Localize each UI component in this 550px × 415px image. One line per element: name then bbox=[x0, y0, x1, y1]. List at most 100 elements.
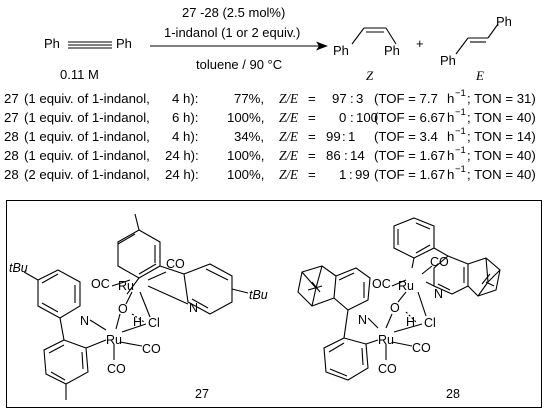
co-ligand-2: CO bbox=[142, 342, 161, 356]
tof-text: (TOF = 1.67 bbox=[374, 167, 446, 182]
co-ligand-1: CO bbox=[430, 255, 449, 269]
ze-label: Z/E bbox=[279, 167, 299, 182]
n-atom-2: N bbox=[358, 313, 367, 327]
h-atom: H bbox=[406, 315, 415, 329]
equals-sign: = bbox=[308, 91, 316, 106]
complex-28-label: 28 bbox=[446, 387, 460, 401]
z-ph-left: Ph bbox=[333, 43, 349, 58]
oc-ligand-1: OC bbox=[91, 277, 110, 291]
tof-unit-exponent: −1 bbox=[455, 107, 466, 118]
tof-text: (TOF = 6.67 bbox=[374, 110, 446, 125]
co-ligand-3: CO bbox=[107, 362, 126, 376]
conditions-label: toluene / 90 °C bbox=[196, 57, 283, 72]
yield-text: 100%, bbox=[227, 110, 265, 125]
cl-atom: Cl bbox=[424, 316, 436, 330]
concentration-label: 0.11 M bbox=[60, 67, 99, 82]
n-atom-1: N bbox=[189, 301, 198, 315]
equals-sign: = bbox=[308, 148, 316, 163]
e-ph-top: Ph bbox=[496, 14, 512, 29]
time-text: 4 h): bbox=[172, 91, 199, 106]
catalyst-number: 28 bbox=[4, 148, 19, 163]
catalyst-structures-box bbox=[6, 200, 542, 408]
tof-text: (TOF = 1.67 bbox=[374, 148, 446, 163]
e-stilbene-structure bbox=[455, 23, 499, 55]
n-atom-2: N bbox=[80, 314, 89, 328]
tof-unit-exponent: −1 bbox=[455, 164, 466, 175]
tof-text: (TOF = 3.4 bbox=[374, 129, 438, 144]
plus-sign: + bbox=[416, 36, 424, 51]
ru-atom-1: Ru bbox=[118, 279, 134, 293]
catalyst-number: 27 bbox=[4, 110, 19, 125]
e-ph-bottom: Ph bbox=[440, 53, 456, 68]
time-text: 24 h): bbox=[165, 167, 199, 182]
ratio-z: 86 bbox=[326, 148, 341, 163]
ratio-e: 100 bbox=[356, 110, 379, 125]
yield-text: 34%, bbox=[234, 129, 265, 144]
condition-text: (1 equiv. of 1-indanol, bbox=[24, 91, 150, 106]
ze-label: Z/E bbox=[279, 148, 299, 163]
tof-unit-exponent: −1 bbox=[455, 88, 466, 99]
yield-text: 77%, bbox=[234, 91, 265, 106]
ratio-colon: : bbox=[350, 110, 354, 125]
complex-27-structure: OC Ru CO N tBu O H Cl N tBu Ru CO CO 27 bbox=[9, 213, 268, 401]
reactant-ph-right: Ph bbox=[116, 36, 132, 51]
z-ph-right: Ph bbox=[384, 43, 400, 58]
tof-unit-exponent: −1 bbox=[455, 145, 466, 156]
ratio-e: 99 bbox=[355, 167, 370, 182]
n-atom-1: N bbox=[434, 287, 443, 301]
tof-unit: h bbox=[447, 91, 455, 106]
tof-unit: h bbox=[447, 110, 455, 125]
yield-text: 100%, bbox=[227, 148, 265, 163]
catalyst-label: 27 -28 (2.5 mol%) bbox=[182, 5, 286, 20]
condition-text: (2 equiv. of 1-indanol, bbox=[24, 167, 150, 182]
tof-text: (TOF = 7.7 bbox=[374, 91, 438, 106]
condition-text: (1 equiv. of 1-indanol, bbox=[24, 148, 150, 163]
ratio-colon: : bbox=[344, 148, 348, 163]
ru-atom-2: Ru bbox=[106, 333, 122, 347]
z-isomer-label: Z bbox=[366, 68, 374, 83]
ratio-colon: : bbox=[349, 167, 353, 182]
time-text: 6 h): bbox=[172, 110, 199, 125]
ton-text: ; TON = 40) bbox=[467, 110, 536, 125]
co-ligand-3: CO bbox=[378, 362, 397, 376]
time-text: 4 h): bbox=[172, 129, 199, 144]
z-stilbene-structure bbox=[351, 27, 397, 45]
ton-text: ; TON = 14) bbox=[467, 129, 536, 144]
tof-unit-exponent: −1 bbox=[455, 126, 466, 137]
ze-label: Z/E bbox=[279, 110, 299, 125]
equals-sign: = bbox=[308, 167, 316, 182]
ratio-z: 0 bbox=[339, 110, 347, 125]
equals-sign: = bbox=[308, 129, 316, 144]
ratio-z: 99 bbox=[326, 129, 341, 144]
catalyst-number: 28 bbox=[4, 129, 19, 144]
oc-ligand-1: OC bbox=[372, 277, 391, 291]
ratio-e: 14 bbox=[350, 148, 365, 163]
tof-unit: h bbox=[447, 129, 455, 144]
additive-label: 1-indanol (1 or 2 equiv.) bbox=[164, 25, 301, 40]
ratio-e: 3 bbox=[356, 91, 364, 106]
condition-text: (1 equiv. of 1-indanol, bbox=[24, 129, 150, 144]
tof-unit: h bbox=[447, 167, 455, 182]
alkyne-triple-bond bbox=[68, 41, 112, 49]
equals-sign: = bbox=[308, 110, 316, 125]
ratio-z: 1 bbox=[339, 167, 347, 182]
tof-unit: h bbox=[447, 148, 455, 163]
co-ligand-1: CO bbox=[166, 257, 185, 271]
time-text: 24 h): bbox=[165, 148, 199, 163]
o-atom: O bbox=[118, 302, 128, 316]
ratio-z: 97 bbox=[332, 91, 347, 106]
tbu-group-2: tBu bbox=[9, 261, 28, 275]
ratio-e: 1 bbox=[348, 129, 356, 144]
reactant-ph-left: Ph bbox=[44, 36, 60, 51]
ton-text: ; TON = 31) bbox=[467, 91, 536, 106]
ton-text: ; TON = 40) bbox=[467, 167, 536, 182]
ton-text: ; TON = 40) bbox=[467, 148, 536, 163]
ru-atom-1: Ru bbox=[398, 279, 414, 293]
complex-28-structure: OC Ru CO N O H Cl N Ru CO CO 28 bbox=[297, 217, 501, 401]
complex-27-label: 27 bbox=[195, 387, 209, 401]
catalyst-number: 27 bbox=[4, 91, 19, 106]
h-atom: H bbox=[133, 315, 142, 329]
ru-atom-2: Ru bbox=[378, 333, 394, 347]
o-atom: O bbox=[390, 301, 400, 315]
yield-text: 100%, bbox=[227, 167, 265, 182]
